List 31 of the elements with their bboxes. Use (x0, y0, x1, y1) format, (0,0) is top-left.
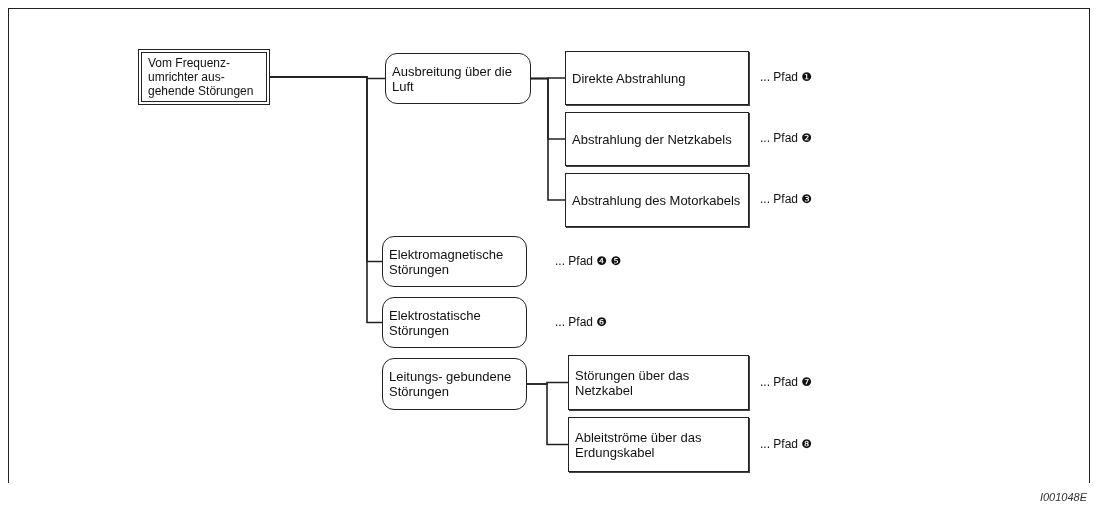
path-reference: ... Pfad ❶ (760, 70, 813, 84)
path-reference: ... Pfad ❸ (760, 192, 813, 206)
path-box (565, 173, 749, 227)
path-reference: ... Pfad ❷ (760, 131, 813, 145)
node-text: Abstrahlung der Netzkabels (572, 131, 733, 147)
path-box (565, 112, 749, 166)
connector-line (269, 76, 383, 324)
path-reference: ... Pfad ❽ (760, 436, 813, 451)
node-text: Störungen über das Netzkabel (575, 367, 691, 398)
category-box (382, 297, 527, 348)
node-text: Vom Frequenz- umrichter aus- gehende Störungen (148, 56, 255, 98)
title-box (138, 49, 270, 105)
path-box (565, 51, 749, 105)
node-text: Leitungs- gebundene Störungen (389, 369, 513, 399)
path-reference: ... Pfad ❼ (760, 374, 813, 389)
node-text: Ausbreitung über die Luft (392, 63, 513, 94)
node-text: Abstrahlung des Motorkabels (572, 192, 742, 208)
node-text: Elektrostatische Störungen (389, 307, 482, 338)
path-box (568, 355, 749, 410)
path-reference: ... Pfad ❻ (555, 314, 608, 329)
category-box (382, 236, 527, 287)
category-box (382, 358, 527, 410)
connector-line (530, 77, 566, 201)
connector-line (526, 383, 569, 446)
figure-code: I001048E (1039, 491, 1087, 503)
node-text: Ableitströme über das Erdungskabel (575, 429, 703, 460)
node-text: Direkte Abstrahlung (572, 70, 687, 86)
node-text: Elektromagnetische Störungen (389, 246, 505, 277)
path-box (568, 417, 749, 472)
category-box (385, 53, 531, 104)
path-reference: ... Pfad ❹ ❺ (555, 253, 622, 268)
